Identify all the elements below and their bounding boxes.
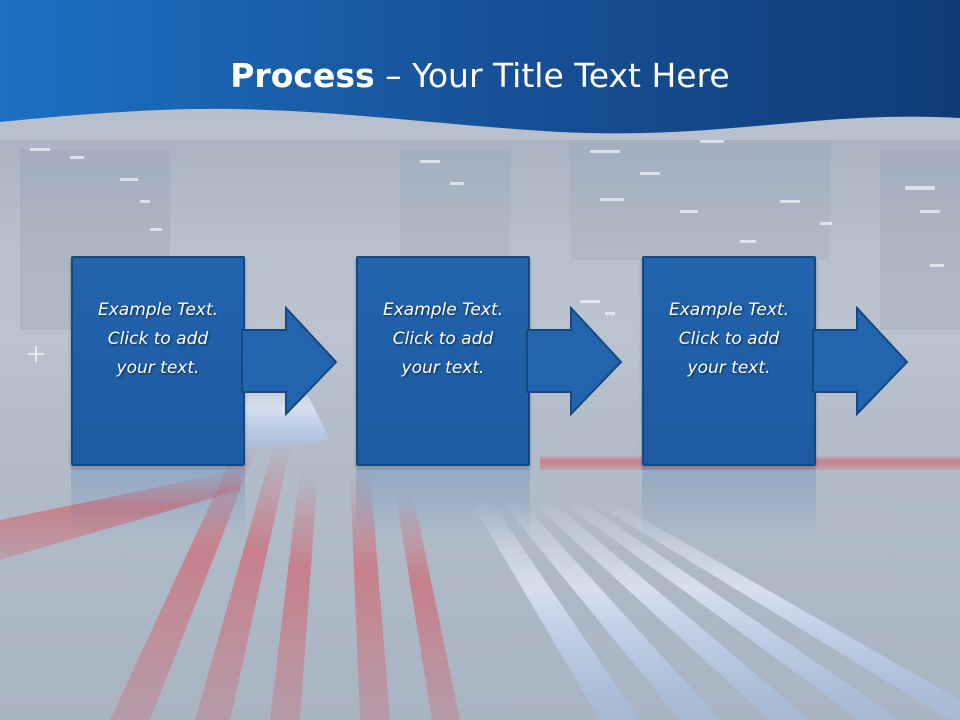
process-step-1[interactable]: Example Text. Click to add your text.: [71, 256, 245, 466]
step-1-reflection: [71, 468, 245, 538]
arrow-right-icon: [812, 306, 909, 417]
step-3-reflection: [642, 468, 816, 538]
step-1-text: Example Text. Click to add your text.: [97, 299, 219, 378]
step-2-text: Example Text. Click to add your text.: [382, 299, 504, 378]
arrow-right-icon: [526, 306, 623, 417]
arrow-right-icon: [241, 306, 338, 417]
step-2-reflection: [356, 468, 530, 538]
slide-title[interactable]: Process – Your Title Text Here: [0, 52, 960, 100]
title-bold: Process: [230, 56, 375, 95]
title-rest: – Your Title Text Here: [374, 56, 730, 95]
header-band: [0, 0, 960, 134]
step-3-text: Example Text. Click to add your text.: [668, 299, 790, 378]
process-step-3[interactable]: Example Text. Click to add your text.: [642, 256, 816, 466]
process-step-2[interactable]: Example Text. Click to add your text.: [356, 256, 530, 466]
